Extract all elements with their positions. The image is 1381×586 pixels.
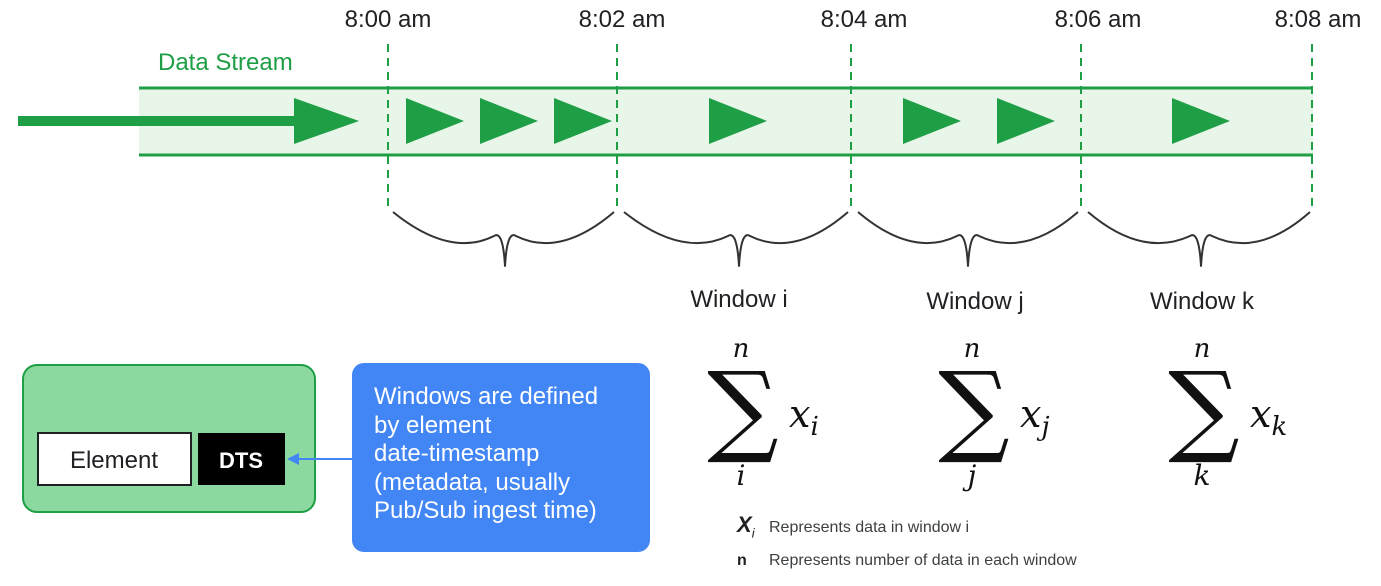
data-element-triangle — [997, 98, 1055, 144]
time-label-0: 8:00 am — [345, 6, 432, 33]
legend-x-text: Represents data in window i — [769, 519, 970, 536]
callout-box: Windows are defined by element date-time… — [352, 363, 650, 552]
sum-formula-k: n ∑ xk k — [1168, 334, 1287, 492]
data-element-triangle — [294, 98, 359, 144]
data-element-triangle — [554, 98, 612, 144]
dts-field — [198, 433, 285, 485]
sum-top-n: n — [1194, 334, 1211, 364]
sum-term: xj — [1020, 392, 1050, 442]
data-element-triangle — [480, 98, 538, 144]
sigma-symbol: ∑ — [707, 350, 778, 467]
sigma-symbol: ∑ — [938, 350, 1009, 467]
callout-line: Pub/Sub ingest time) — [374, 497, 597, 524]
callout-line: (metadata, usually — [374, 468, 571, 496]
sum-term: xk — [1250, 392, 1287, 442]
element-field — [37, 432, 192, 486]
time-label-2: 8:04 am — [821, 6, 908, 33]
legend-n-symbol: n — [737, 552, 747, 569]
callout-line: date-timestamp — [374, 440, 540, 467]
legend-n: n Represents number of data in each windo… — [737, 552, 1077, 570]
sum-top-n: n — [733, 334, 750, 364]
time-label-4: 8:08 am — [1275, 6, 1362, 33]
window-label-k: Window k — [1150, 288, 1255, 315]
window-label-j: Window j — [926, 288, 1023, 315]
window-brace-2 — [857, 211, 1079, 267]
callout-line: Windows are defined — [374, 383, 599, 410]
window-label-i: Window i — [690, 286, 787, 313]
data-element-triangle — [406, 98, 464, 144]
data-element-triangle — [903, 98, 961, 144]
data-element-triangle — [709, 98, 767, 144]
sum-top-n: n — [964, 334, 981, 364]
dts-label: DTS — [219, 448, 263, 473]
time-label-1: 8:02 am — [579, 6, 666, 33]
window-brace-0 — [392, 211, 615, 267]
sum-bottom-index: i — [737, 459, 746, 492]
window-brace-3 — [1087, 211, 1311, 267]
data-element-triangle — [1172, 98, 1230, 144]
element-label: Element — [70, 447, 158, 474]
sigma-symbol: ∑ — [1168, 350, 1239, 467]
legend-x-symbol: Xi — [737, 512, 755, 541]
callout-line: by element — [374, 411, 492, 439]
sum-term: xi — [789, 392, 819, 442]
sum-formula-j: n ∑ xj j — [938, 334, 1049, 492]
sum-formula-i: n ∑ xi i — [707, 334, 818, 492]
stream-label: Data Stream — [158, 49, 293, 76]
legend-x: Xi Represents data in window i — [737, 512, 969, 540]
time-label-3: 8:06 am — [1055, 6, 1142, 33]
legend-n-text: Represents number of data in each window — [769, 552, 1077, 569]
window-brace-1 — [623, 211, 849, 267]
callout-arrowhead — [287, 453, 299, 465]
sum-bottom-index: k — [1194, 459, 1211, 492]
